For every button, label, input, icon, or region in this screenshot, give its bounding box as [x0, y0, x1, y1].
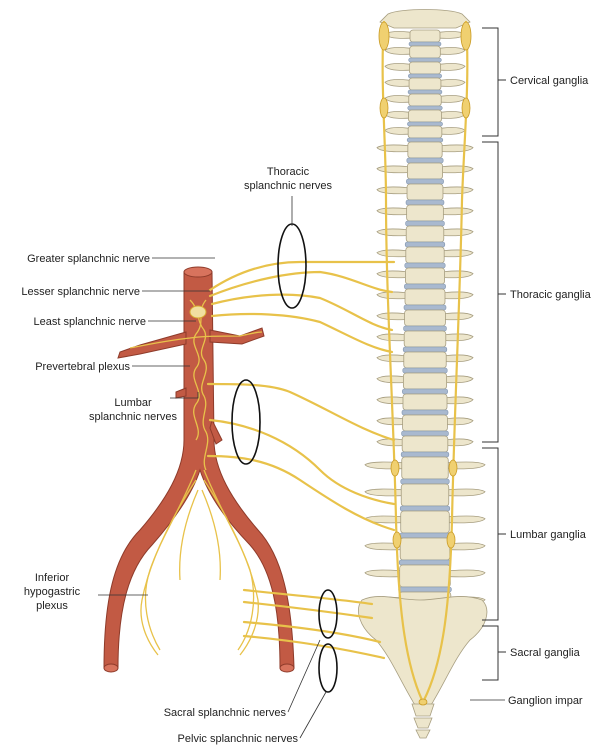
vertebra-body — [401, 456, 449, 480]
intervertebral-disc — [407, 121, 443, 127]
intervertebral-disc — [407, 89, 443, 95]
sacral-splanchnic-ellipse — [318, 589, 338, 639]
vertebra-body — [405, 246, 445, 264]
vertebra-body — [407, 125, 443, 139]
vertebra-body — [402, 414, 448, 432]
vertebra-body — [404, 288, 446, 306]
intervertebral-disc — [398, 586, 452, 593]
vertebra-body — [401, 435, 449, 453]
aorta-top-cut — [183, 266, 213, 278]
lumbar-splanchnic-ellipse — [231, 379, 261, 465]
label-sacral-ganglia: Sacral ganglia — [510, 647, 581, 659]
label-thoracic-splanchnic-2: splanchnic nerves — [244, 180, 333, 192]
label-lesser-splanchnic: Lesser splanchnic nerve — [21, 286, 140, 298]
sacrum — [358, 596, 488, 739]
label-inferior-hypogastric-3: plexus — [36, 600, 68, 612]
intervertebral-disc — [398, 559, 452, 566]
bracket-lumbar — [482, 447, 499, 621]
bracket-sacral — [482, 625, 499, 681]
vertebra-body — [409, 45, 441, 59]
intervertebral-disc — [400, 451, 450, 458]
vertebra-body — [404, 309, 446, 327]
label-thoracic-splanchnic-1: Thoracic — [267, 166, 310, 178]
intervertebral-disc — [402, 346, 448, 353]
vertebra-body — [408, 77, 442, 91]
vertebra-body — [400, 510, 450, 534]
vertebra-body — [407, 162, 443, 180]
vertebra-body — [400, 483, 450, 507]
vertebra-body — [406, 204, 444, 222]
intervertebral-disc — [406, 157, 444, 164]
intervertebral-disc — [405, 199, 445, 206]
intervertebral-disc — [404, 241, 446, 248]
splanchnic-nerves — [206, 260, 396, 660]
prevertebral-plexus-drawing — [129, 299, 263, 656]
intervertebral-disc — [404, 262, 446, 269]
vertebra-body — [407, 141, 443, 159]
vertebra-body — [405, 267, 445, 285]
vertebra-body — [409, 29, 441, 43]
label-lumbar-splanchnic-1: Lumbar — [114, 397, 152, 409]
label-inferior-hypogastric-1: Inferior — [35, 572, 70, 584]
intervertebral-disc — [403, 304, 447, 311]
atlas-vertebra — [379, 9, 471, 29]
intervertebral-disc — [399, 532, 451, 539]
vertebra-body — [408, 61, 442, 75]
intervertebral-disc — [406, 137, 444, 143]
pelvic-splanchnic-ellipse — [318, 643, 338, 693]
label-cervical-ganglia: Cervical ganglia — [510, 75, 589, 87]
label-ganglion-impar: Ganglion impar — [508, 695, 583, 707]
intervertebral-disc — [408, 57, 442, 63]
vertebra-body — [402, 372, 448, 390]
leader-lumbar-splanchnic — [170, 392, 199, 399]
vertebra-body — [399, 537, 451, 561]
intervertebral-disc — [408, 41, 442, 47]
leader-sacral-splanchnic — [287, 639, 321, 713]
label-lumbar-ganglia: Lumbar ganglia — [510, 529, 587, 541]
label-lumbar-splanchnic-2: splanchnic nerves — [89, 411, 178, 423]
intervertebral-disc — [407, 105, 443, 111]
label-pelvic-splanchnic: Pelvic splanchnic nerves — [178, 733, 299, 745]
sympathetic-trunks — [378, 20, 472, 706]
bracket-cervical — [482, 27, 499, 137]
label-inferior-hypogastric-2: hypogastric — [24, 586, 81, 598]
bracket-thoracic — [482, 141, 499, 443]
vertebra-body — [408, 93, 442, 107]
vertebra-body — [405, 225, 445, 243]
label-prevertebral-plexus: Prevertebral plexus — [35, 361, 130, 373]
vertebra-body — [403, 330, 447, 348]
intervertebral-disc — [401, 430, 449, 437]
intervertebral-disc — [399, 505, 451, 512]
vertebra-body — [402, 393, 448, 411]
intervertebral-disc — [405, 220, 445, 227]
intervertebral-disc — [408, 73, 442, 79]
intervertebral-disc — [403, 325, 447, 332]
vertebra-body — [408, 109, 442, 123]
intervertebral-disc — [401, 409, 449, 416]
vertebra-body — [399, 564, 451, 588]
intervertebral-disc — [406, 178, 444, 185]
intervertebral-disc — [402, 388, 448, 395]
label-greater-splanchnic: Greater splanchnic nerve — [27, 253, 150, 265]
intervertebral-disc — [404, 283, 446, 290]
vertebra-body — [403, 351, 447, 369]
label-least-splanchnic: Least splanchnic nerve — [33, 316, 146, 328]
intervertebral-disc — [402, 367, 448, 374]
label-thoracic-ganglia: Thoracic ganglia — [510, 289, 592, 301]
leader-pelvic-splanchnic — [299, 691, 327, 739]
intervertebral-disc — [400, 478, 450, 485]
label-sacral-splanchnic: Sacral splanchnic nerves — [164, 707, 287, 719]
vertebra-body — [406, 183, 444, 201]
